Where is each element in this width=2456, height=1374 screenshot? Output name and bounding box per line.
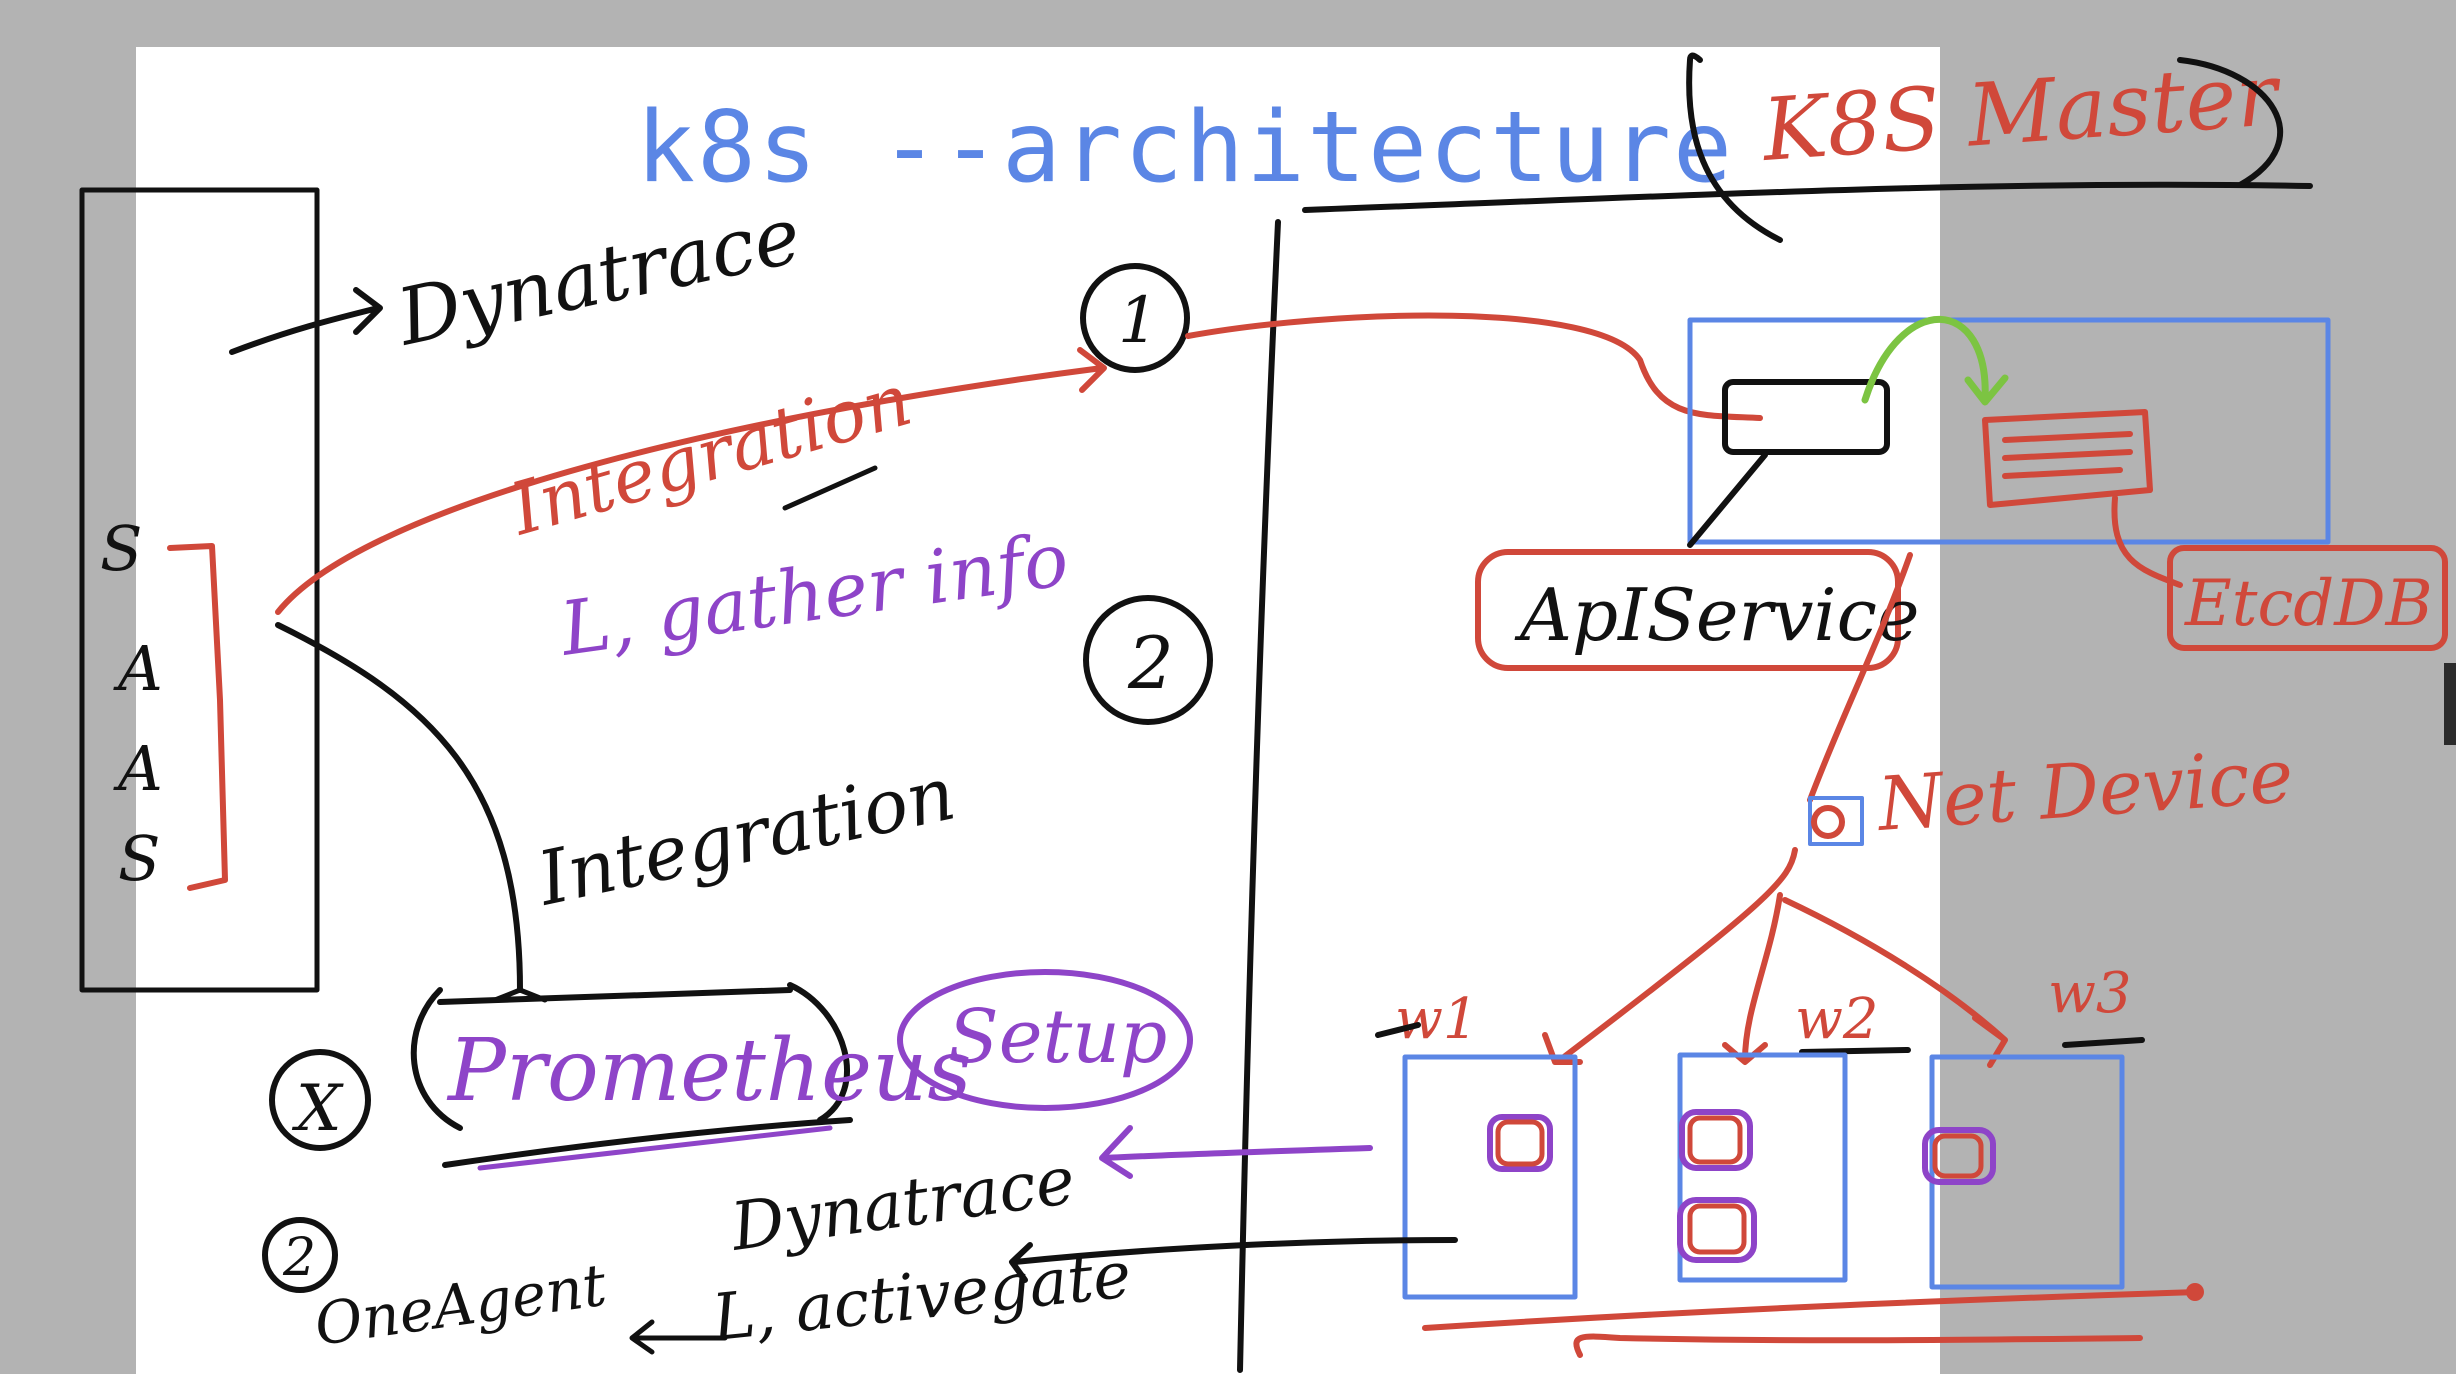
- w1-label: w1: [1395, 987, 1479, 1052]
- w3-label: w3: [2048, 961, 2132, 1026]
- net-device-dot: [1811, 805, 1845, 839]
- pod-w2-b: [1677, 1197, 1757, 1263]
- api-link: [1185, 312, 1763, 421]
- master-paren-left: [1686, 52, 1783, 243]
- api-to-net: [1807, 552, 1913, 803]
- prometheus-paren-left: [410, 987, 463, 1131]
- api-component: [1722, 379, 1890, 455]
- step-2-circle: [1083, 595, 1213, 725]
- w3-underline: [2062, 1037, 2145, 1048]
- saas-box: [79, 187, 320, 993]
- worker-3-box: [1929, 1054, 2125, 1290]
- branch-w2: [1722, 892, 1783, 1065]
- etcddb-label: EtcdDB: [2184, 567, 2433, 641]
- saas-letter-4: S: [118, 822, 160, 895]
- page-title: k8s --architecture: [636, 91, 1735, 205]
- bottom-red-line-2: [1573, 1333, 2143, 1358]
- worker-1-box: [1402, 1054, 1578, 1300]
- integration-red-arrow: [275, 347, 1107, 615]
- saas-letter-2: A: [113, 632, 163, 705]
- w1-underline: [1375, 1022, 1421, 1038]
- green-arrow: [1861, 315, 2009, 406]
- prometheus-underline: [442, 1117, 853, 1168]
- prometheus-paren-right: [787, 982, 850, 1123]
- api-connector: [1687, 452, 1768, 548]
- step-1-circle: [1080, 263, 1190, 373]
- pod-w2-b-inner: [1687, 1203, 1747, 1255]
- prometheus-underline-purple: [477, 1125, 833, 1171]
- prometheus-top-line: [437, 987, 793, 1005]
- setup-ellipse: [897, 969, 1193, 1111]
- pod-w1-inner: [1495, 1119, 1545, 1167]
- step-2b-circle: [262, 1217, 338, 1293]
- saas-letter-3: A: [113, 732, 163, 805]
- w2-label: w2: [1795, 987, 1879, 1052]
- pod-w3-inner: [1932, 1133, 1984, 1179]
- bottom-red-line: [1422, 1289, 2201, 1331]
- pod-w1: [1487, 1114, 1553, 1172]
- etcddb-box: [2167, 545, 2448, 651]
- dynatrace-top-label: Dynatrace: [388, 191, 808, 364]
- oneagent-arrow: [629, 1319, 728, 1355]
- step-1-label: 1: [1118, 284, 1159, 358]
- master-paren-right: [2177, 57, 2284, 188]
- w2-underline: [1799, 1047, 1911, 1055]
- step-2-label: 2: [1127, 621, 1174, 705]
- control-plane-box: [1687, 317, 2331, 545]
- pod-w3: [1922, 1127, 1996, 1185]
- prometheus-label: Prometheus: [446, 1021, 972, 1121]
- etcd-scribble: [1982, 409, 2153, 508]
- oneagent-label: OneAgent: [310, 1251, 611, 1359]
- master-top-line: [1302, 181, 2313, 213]
- integration-underline: [782, 465, 878, 511]
- whiteboard-page: k8s --architecture: [136, 47, 1940, 1374]
- step-x-label: X: [291, 1072, 344, 1146]
- saas-letter-1: S: [100, 512, 142, 585]
- pod-w2-a: [1679, 1109, 1753, 1171]
- scrollbar-thumb[interactable]: [2444, 663, 2456, 745]
- branch-w1: [1542, 847, 1798, 1065]
- pod-w2-a-inner: [1687, 1115, 1743, 1165]
- black-arrow-dynatrace: [1009, 1237, 1458, 1283]
- purple-arrow: [1099, 1125, 1373, 1179]
- saas-bracket: [167, 543, 228, 891]
- net-device-node: [1808, 796, 1864, 846]
- step-2b-label: 2: [282, 1228, 316, 1288]
- step-x-circle: [269, 1049, 371, 1151]
- master-boundary: [1237, 219, 1281, 1373]
- worker-2-box: [1677, 1052, 1848, 1283]
- integration-red-label: Integration: [500, 357, 921, 552]
- integration-black-arrow: [275, 622, 523, 993]
- apiservice-box: [1475, 549, 1901, 671]
- bottom-red-dot: [2186, 1283, 2204, 1301]
- integration-black-label: Integration: [529, 751, 963, 923]
- setup-label: Setup: [948, 994, 1167, 1080]
- arrow-to-dynatrace: [229, 287, 383, 355]
- gather-info-label: L, gather info: [554, 517, 1074, 674]
- apiservice-label: ApIService: [1514, 573, 1920, 657]
- net-device-label: Net Device: [1873, 733, 2296, 848]
